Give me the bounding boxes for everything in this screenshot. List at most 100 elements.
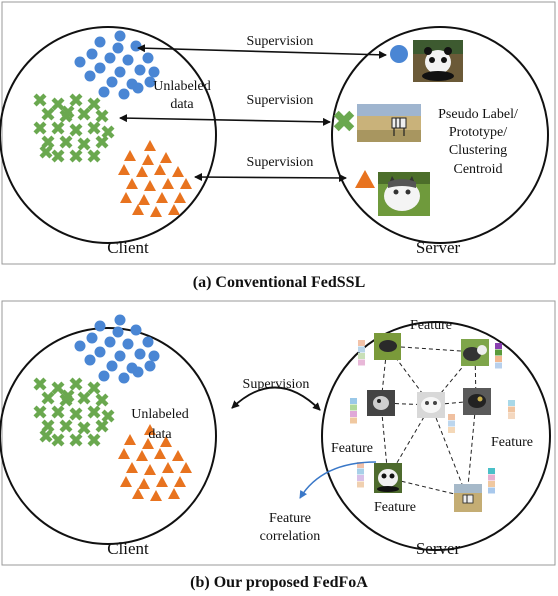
green-cross-sample [33, 121, 47, 135]
green-cross-sample [101, 409, 115, 423]
cross-bar [95, 419, 109, 433]
feature-vector-cell [357, 481, 364, 488]
feature-vector-cell [448, 420, 455, 427]
cross-bar [95, 135, 109, 149]
green-cross-sample [87, 97, 101, 111]
cross-bar [101, 409, 115, 423]
green-cross-sample [59, 135, 73, 149]
green-cross-sample [59, 419, 73, 433]
feature-vector-cell [358, 359, 365, 366]
panel-b-unlabeled-line1: Unlabeled [131, 407, 189, 422]
panel-b-orange-triangles [118, 424, 192, 501]
feature-node-image-7 [454, 484, 482, 512]
cross-bar [61, 105, 75, 119]
cross-bar [87, 149, 101, 163]
feature-vector-cell [357, 468, 364, 475]
orange-triangle-sample [144, 464, 156, 475]
panel-b-feature-label-right: Feature [491, 435, 533, 450]
green-cross-sample [51, 97, 65, 111]
blue-circle-sample [134, 348, 146, 360]
green-cross-sample [41, 135, 55, 149]
orange-triangle-sample [136, 450, 148, 461]
cross-bar [41, 135, 55, 149]
green-cross-sample [101, 125, 115, 139]
orange-triangle-sample [160, 152, 172, 163]
orange-triangle-sample [160, 436, 172, 447]
green-cross-sample [69, 123, 83, 137]
cross-bar [87, 97, 101, 111]
orange-triangle-sample [154, 448, 166, 459]
blue-circle-sample [132, 82, 144, 94]
panel-a-supervision-label-2: Supervision [247, 93, 314, 108]
green-cross-sample [87, 381, 101, 395]
panel-a-unlabeled-line1: Unlabeled [153, 79, 211, 94]
orange-triangle-sample [180, 462, 192, 473]
panel-b-feature-label-bottom: Feature [374, 500, 416, 515]
cat-image [378, 172, 430, 216]
feature-vector-cell [350, 411, 357, 417]
cross-bar [33, 93, 47, 107]
orange-triangle-sample [138, 478, 150, 489]
orange-triangle-sample [162, 178, 174, 189]
orange-triangle-sample [144, 140, 156, 151]
blue-circle-sample [74, 340, 86, 352]
cross-bar [69, 149, 83, 163]
green-cross-sample [51, 433, 65, 447]
green-cross-sample [87, 149, 101, 163]
orange-triangle-sample [172, 450, 184, 461]
blue-circle-sample [98, 86, 110, 98]
blue-circle-sample [134, 64, 146, 76]
blue-circle-sample [148, 66, 160, 78]
blue-circle-sample [148, 350, 160, 362]
orange-triangle-sample [168, 204, 180, 215]
cross-bar [33, 377, 47, 391]
blue-circle-sample [122, 338, 134, 350]
blue-circle-sample [118, 372, 130, 384]
cross-bar [87, 405, 101, 419]
panel-b-feature-label-left: Feature [331, 441, 373, 456]
orange-triangle-sample [144, 424, 156, 435]
panel-a-client-circle [0, 26, 217, 244]
green-cross-sample [33, 93, 47, 107]
panda-image [413, 40, 463, 82]
orange-triangle-sample [120, 192, 132, 203]
orange-triangle-sample [174, 476, 186, 487]
green-cross-sample [87, 433, 101, 447]
panel-a-supervision-arrow-1 [137, 44, 387, 59]
orange-triangle-sample [126, 462, 138, 473]
panel-a-green-crosses [33, 93, 115, 163]
green-cross-sample [41, 391, 55, 405]
orange-triangle-sample [144, 180, 156, 191]
feature-vector-cell [358, 346, 365, 353]
orange-triangle-sample [154, 164, 166, 175]
orange-triangle-sample [126, 178, 138, 189]
panel-b-server-circle [321, 321, 551, 551]
panel-a-orange-triangles [118, 140, 192, 217]
blue-circle-sample [86, 332, 98, 344]
orange-triangle-sample [120, 476, 132, 487]
cross-bar [51, 433, 65, 447]
blue-circle-sample [114, 30, 126, 42]
panel-a-unlabeled-line2: data [170, 97, 194, 112]
orange-triangle-sample [132, 204, 144, 215]
cross-bar [69, 433, 83, 447]
panel-b-supervision-arrow [231, 386, 321, 411]
feature-vectors [350, 340, 515, 494]
blue-circle-sample [142, 336, 154, 348]
green-cross-sample [33, 405, 47, 419]
cross-bar [41, 107, 55, 121]
feature-vector-cell [448, 427, 455, 433]
cross-bar [59, 135, 73, 149]
cross-bar [95, 109, 109, 123]
cross-bar [69, 377, 83, 391]
cross-bar [51, 121, 65, 135]
blue-circle-sample [130, 40, 142, 52]
panel-b-client-circle [0, 327, 217, 545]
blue-circle-sample [94, 346, 106, 358]
feature-vector-cell [350, 404, 357, 411]
blue-circle-sample [112, 326, 124, 338]
panel-b-green-crosses [33, 377, 115, 447]
green-cross-sample [39, 145, 53, 159]
orange-triangle-sample [124, 150, 136, 161]
green-cross-sample [33, 377, 47, 391]
